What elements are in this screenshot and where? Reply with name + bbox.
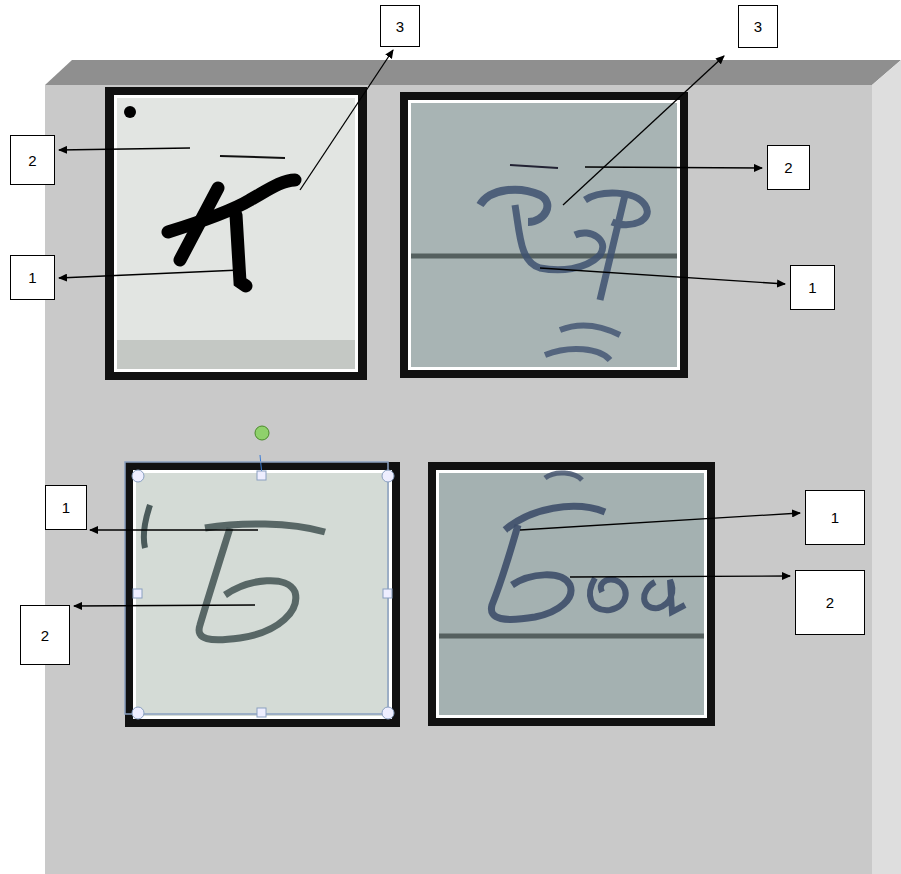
callout-number: 3 <box>396 18 404 35</box>
callout-box: 1 <box>805 490 865 545</box>
callout-number: 2 <box>784 159 792 176</box>
callout-number: 3 <box>754 18 762 35</box>
callout-box: 2 <box>10 135 55 185</box>
callout-number: 1 <box>808 279 816 296</box>
callout-number: 1 <box>28 269 36 286</box>
callout-box: 3 <box>380 5 420 47</box>
callout-box: 2 <box>767 145 810 190</box>
callout-box: 1 <box>10 255 55 300</box>
callout-box: 2 <box>20 605 70 665</box>
callout-number: 2 <box>41 627 49 644</box>
callout-number: 1 <box>62 499 70 516</box>
callout-box: 1 <box>790 265 835 310</box>
callout-number: 1 <box>831 509 839 526</box>
callout-box: 3 <box>738 5 778 48</box>
callout-number: 2 <box>28 152 36 169</box>
callout-box: 2 <box>795 570 865 635</box>
callout-number: 2 <box>826 594 834 611</box>
callout-box: 1 <box>45 485 87 530</box>
